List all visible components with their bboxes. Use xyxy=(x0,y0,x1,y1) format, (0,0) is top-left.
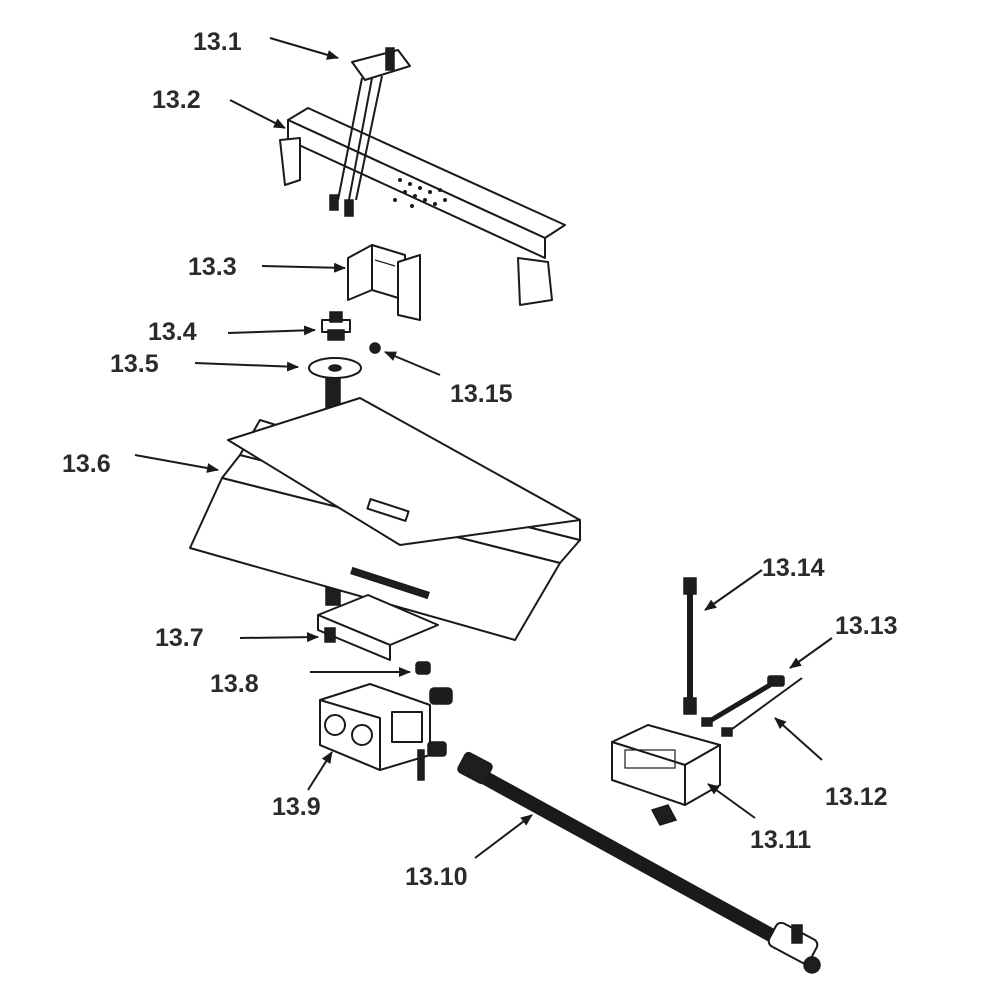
label-13-11: 13.11 xyxy=(750,826,811,854)
label-13-7: 13.7 xyxy=(155,624,204,652)
vent-holes xyxy=(393,178,447,208)
part-13-1-pilot-assembly xyxy=(329,47,411,217)
label-13-15: 13.15 xyxy=(450,380,513,408)
part-13-2-top-plate xyxy=(279,107,566,306)
part-13-15-nut xyxy=(369,342,381,354)
part-13-4-fitting xyxy=(321,311,351,341)
label-13-9: 13.9 xyxy=(272,793,321,821)
part-13-7-channel-bracket xyxy=(317,566,439,661)
label-13-13: 13.13 xyxy=(835,612,898,640)
part-13-11-control-module xyxy=(611,724,721,826)
part-13-5-gasket xyxy=(308,357,362,379)
label-13-14: 13.14 xyxy=(762,554,825,582)
part-13-9-gas-valve xyxy=(319,683,447,781)
label-13-2: 13.2 xyxy=(152,86,201,114)
part-13-13-connector-harness xyxy=(701,675,785,727)
label-13-12: 13.12 xyxy=(825,783,888,811)
label-13-8: 13.8 xyxy=(210,670,259,698)
part-13-8-fittings xyxy=(415,661,453,705)
part-13-10-flex-gas-line xyxy=(457,751,821,974)
part-13-14-harness-cable xyxy=(683,577,697,715)
label-13-4: 13.4 xyxy=(148,318,197,346)
label-13-3: 13.3 xyxy=(188,253,237,281)
part-13-3-bracket xyxy=(347,244,421,321)
label-13-6: 13.6 xyxy=(62,450,111,478)
label-13-10: 13.10 xyxy=(405,863,468,891)
label-13-5: 13.5 xyxy=(110,350,159,378)
leader-arrows xyxy=(134,37,833,859)
label-13-1: 13.1 xyxy=(193,28,242,56)
part-labels: 13.1 13.2 13.3 13.4 13.5 13.15 13.6 13.7… xyxy=(62,28,898,891)
part-13-6-base-plate xyxy=(189,397,581,641)
part-13-12-wire xyxy=(721,677,803,737)
